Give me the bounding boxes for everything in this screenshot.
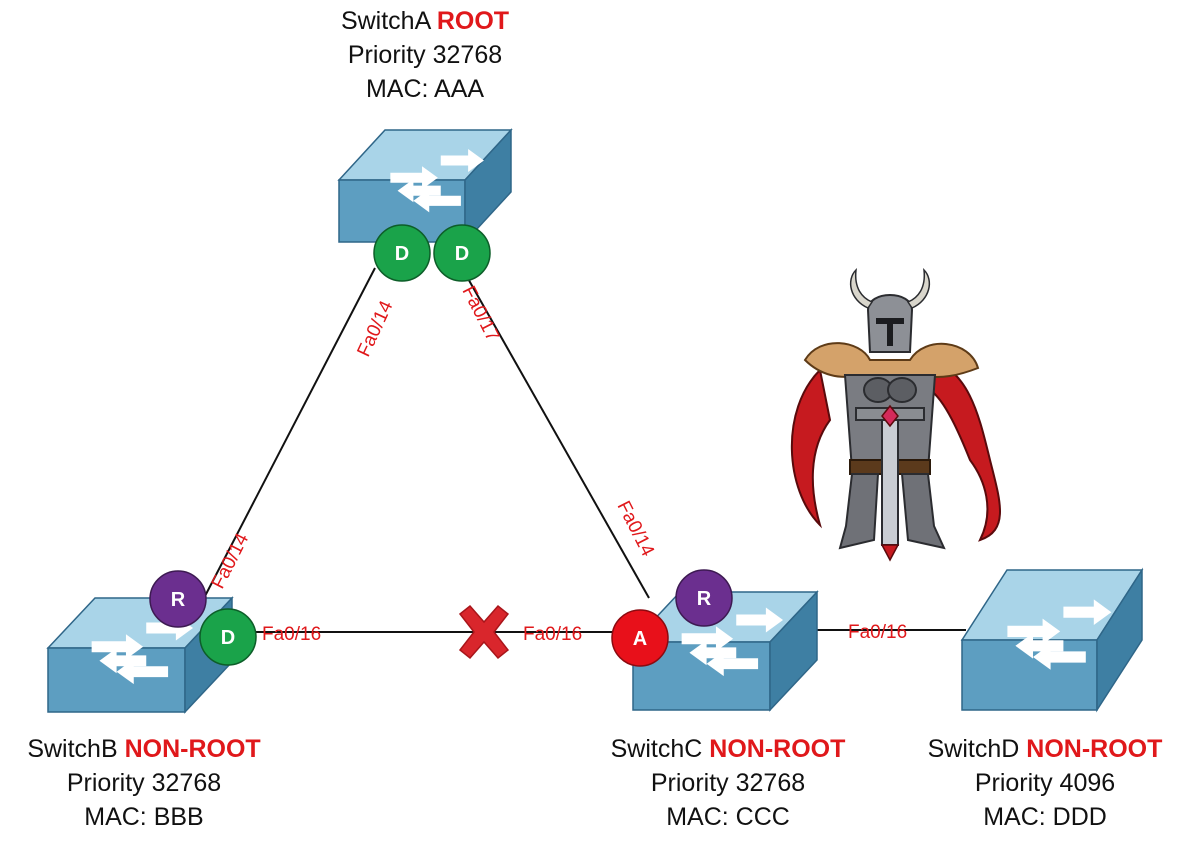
- switch-a-title: SwitchA ROOT: [325, 4, 525, 38]
- switch-b-name: SwitchB: [27, 735, 118, 763]
- switch-c-title: SwitchC NON-ROOT: [588, 732, 868, 766]
- port-label-c-to-d: Fa0/16: [848, 622, 907, 643]
- port-label-a-to-b: Fa0/14: [353, 297, 397, 360]
- port-role-b-designated: D: [199, 608, 257, 666]
- switch-b-priority: Priority 32768: [66, 769, 222, 797]
- switch-a-mac: MAC: AAA: [365, 75, 485, 103]
- svg-text:R: R: [171, 589, 186, 611]
- switch-d-name: SwitchD: [927, 735, 1020, 763]
- switch-a-label: SwitchA ROOT Priority 32768 MAC: AAA: [325, 4, 525, 106]
- switch-b-label: SwitchB NON-ROOT Priority 32768 MAC: BBB: [4, 732, 284, 834]
- port-label-c-to-a: Fa0/14: [613, 498, 659, 561]
- link-a-c: [461, 267, 650, 599]
- switch-d-label: SwitchD NON-ROOT Priority 4096 MAC: DDD: [905, 732, 1185, 834]
- svg-text:R: R: [697, 588, 712, 610]
- switch-d-icon: [960, 567, 1144, 713]
- switch-c-role: NON-ROOT: [709, 735, 846, 763]
- svg-text:D: D: [455, 243, 469, 265]
- x-mark-icon: [458, 604, 510, 660]
- port-label-c-to-b: Fa0/16: [523, 624, 582, 645]
- knight-icon: [790, 267, 1001, 562]
- svg-text:A: A: [633, 628, 647, 650]
- switch-d-title: SwitchD NON-ROOT: [905, 732, 1185, 766]
- port-role-a-left: D: [373, 224, 431, 282]
- port-role-badges: D D R D R A: [149, 224, 733, 667]
- port-role-c-alternate: A: [611, 609, 669, 667]
- switch-d-priority: Priority 4096: [974, 769, 1116, 797]
- switch-b-mac: MAC: BBB: [84, 803, 204, 831]
- port-role-a-right: D: [433, 224, 491, 282]
- link-a-b: [203, 267, 376, 599]
- port-label-b-to-a: Fa0/14: [208, 530, 254, 593]
- switch-c-mac: MAC: CCC: [666, 803, 790, 831]
- switch-d-mac: MAC: DDD: [983, 803, 1107, 831]
- switch-c-priority: Priority 32768: [650, 769, 806, 797]
- switch-b-title: SwitchB NON-ROOT: [4, 732, 284, 766]
- switch-a-name: SwitchA: [340, 7, 430, 35]
- svg-text:D: D: [221, 627, 235, 649]
- switch-c-name: SwitchC: [610, 735, 703, 763]
- switch-a-role: ROOT: [436, 7, 510, 35]
- switch-b-icon: [46, 596, 234, 714]
- port-label-a-to-c: Fa0/17: [458, 283, 504, 345]
- switch-b-role: NON-ROOT: [124, 735, 261, 763]
- switch-a-icon: [337, 128, 513, 244]
- port-role-c-root: R: [675, 569, 733, 627]
- switch-a-priority: Priority 32768: [347, 41, 503, 69]
- svg-text:D: D: [395, 243, 409, 265]
- switch-c-label: SwitchC NON-ROOT Priority 32768 MAC: CCC: [588, 732, 868, 834]
- port-label-b-to-c: Fa0/16: [262, 624, 321, 645]
- switch-d-role: NON-ROOT: [1026, 735, 1163, 763]
- port-role-b-root: R: [149, 570, 207, 628]
- links: [203, 267, 966, 633]
